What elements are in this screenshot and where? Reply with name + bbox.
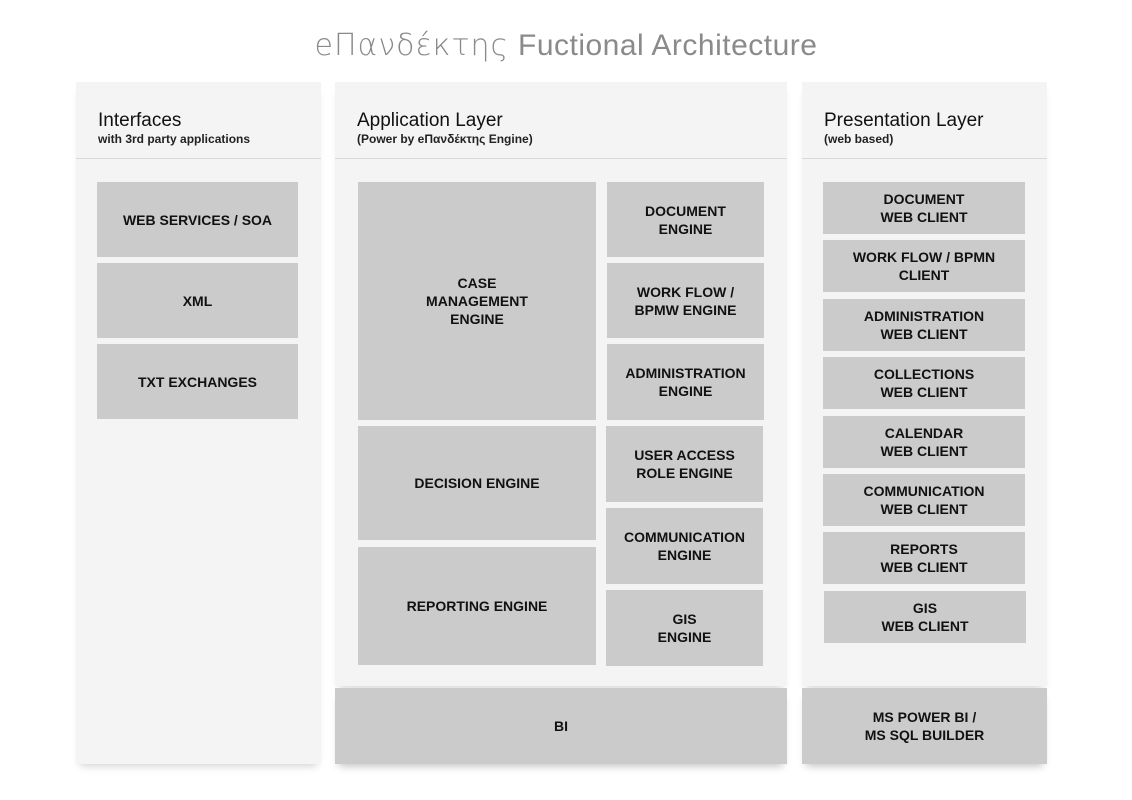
presentation-panel: Presentation Layer (web based) DOCUMENT … (802, 82, 1047, 686)
interfaces-header: Interfaces with 3rd party applications (76, 82, 321, 159)
application-engine-box: WORK FLOW / BPMW ENGINE (607, 263, 764, 338)
client-box: COLLECTIONS WEB CLIENT (823, 357, 1025, 409)
interface-box: WEB SERVICES / SOA (97, 182, 298, 257)
presentation-header: Presentation Layer (web based) (802, 82, 1047, 159)
client-box: ADMINISTRATION WEB CLIENT (823, 299, 1025, 351)
application-engine-box: COMMUNICATION ENGINE (606, 508, 763, 584)
interfaces-title: Interfaces (98, 110, 182, 131)
client-box: GIS WEB CLIENT (824, 591, 1026, 643)
application-subtitle: (Power by eΠανδέκτης Engine) (357, 132, 533, 146)
application-panel: Application Layer (Power by eΠανδέκτης E… (335, 82, 787, 686)
presentation-subtitle: (web based) (824, 132, 894, 146)
application-header: Application Layer (Power by eΠανδέκτης E… (335, 82, 787, 159)
bi-bar: BI (335, 688, 787, 764)
client-box: COMMUNICATION WEB CLIENT (823, 474, 1025, 526)
client-box: REPORTS WEB CLIENT (823, 532, 1025, 584)
presentation-title: Presentation Layer (824, 110, 984, 131)
application-engine-box: DOCUMENT ENGINE (607, 182, 764, 257)
title-brand: eΠανδέκτης (314, 28, 510, 63)
application-title: Application Layer (357, 110, 503, 131)
application-engine-box: ADMINISTRATION ENGINE (607, 344, 764, 420)
application-engine-box: GIS ENGINE (606, 590, 763, 666)
interfaces-panel: Interfaces with 3rd party applications W… (76, 82, 321, 764)
client-box: CALENDAR WEB CLIENT (823, 416, 1025, 468)
interfaces-subtitle: with 3rd party applications (98, 132, 251, 146)
application-engine-box: CASE MANAGEMENT ENGINE (358, 182, 596, 420)
diagram-title: eΠανδέκτης Fuctional Architecture (0, 28, 1132, 63)
client-box: WORK FLOW / BPMN CLIENT (823, 240, 1025, 292)
application-engine-box: REPORTING ENGINE (358, 547, 596, 665)
application-engine-box: DECISION ENGINE (358, 426, 596, 540)
ms-power-bi-bar: MS POWER BI / MS SQL BUILDER (802, 688, 1047, 764)
interface-box: TXT EXCHANGES (97, 344, 298, 419)
interface-box: XML (97, 263, 298, 338)
application-engine-box: USER ACCESS ROLE ENGINE (606, 426, 763, 502)
title-text: Fuctional Architecture (509, 29, 818, 62)
client-box: DOCUMENT WEB CLIENT (823, 182, 1025, 234)
